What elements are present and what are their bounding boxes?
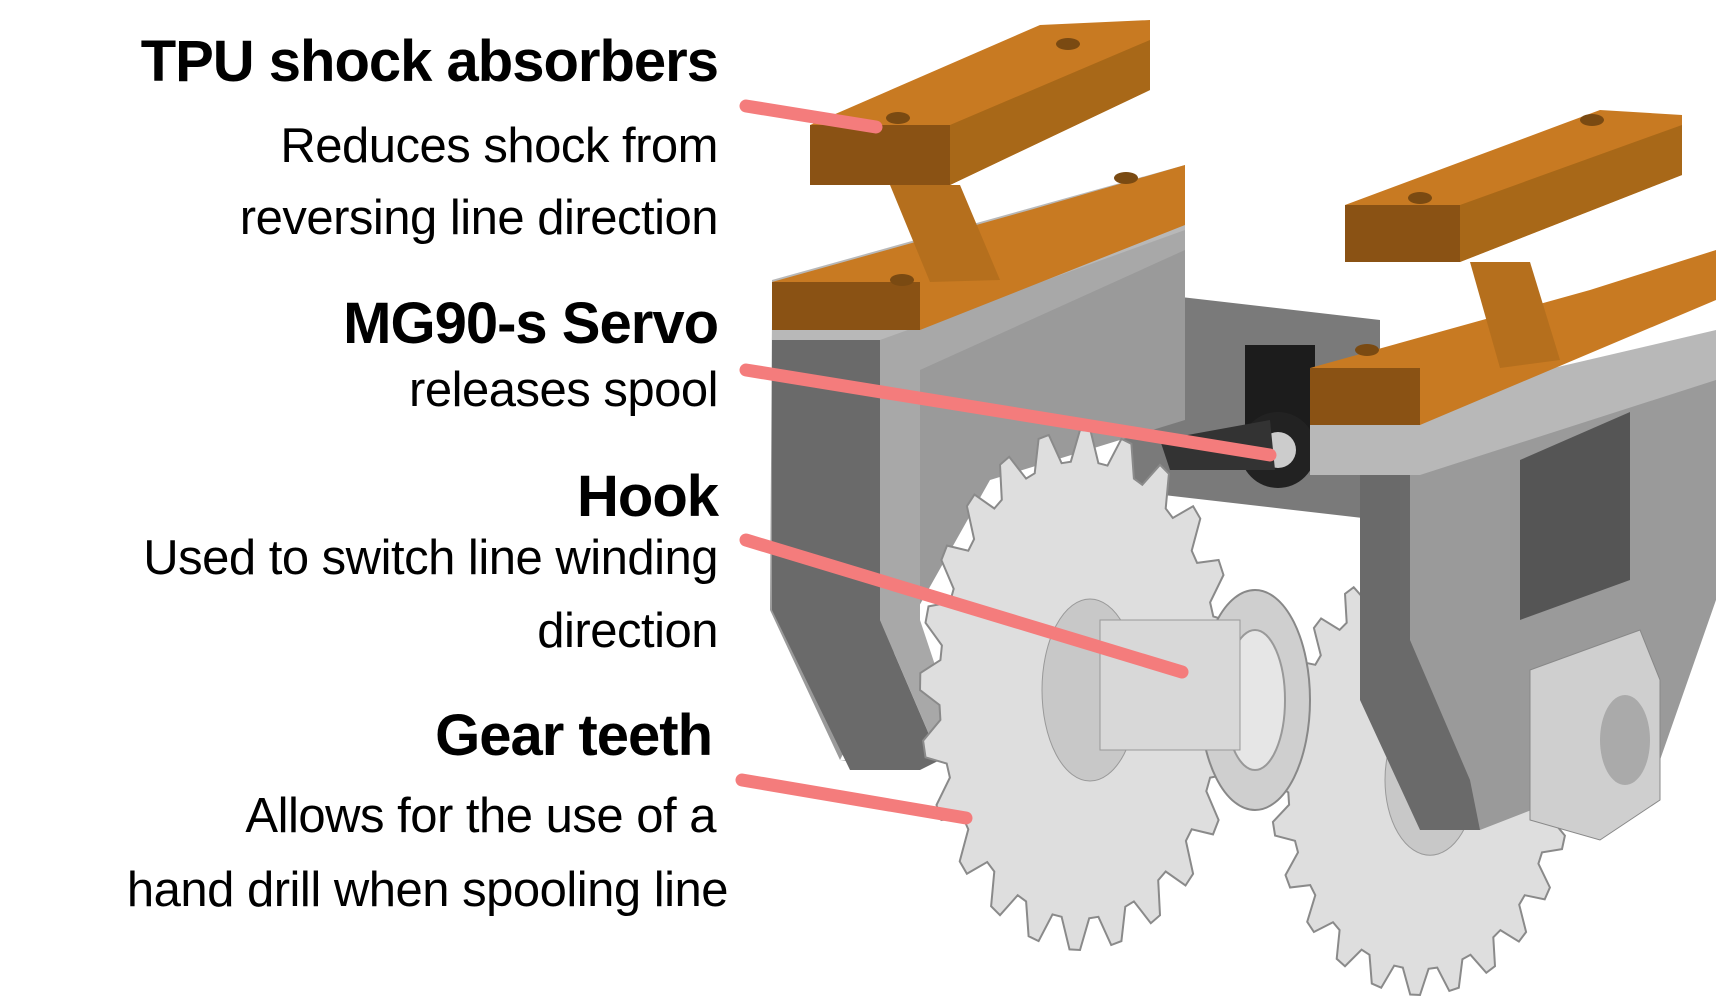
servo-desc-line1: releases spool xyxy=(409,363,718,417)
tpu-desc-line2: reversing line direction xyxy=(239,191,719,245)
gear-teeth-desc-line2: hand drill when spooling line xyxy=(126,863,729,917)
hook-title: Hook xyxy=(577,464,719,529)
hook-desc-line1: Used to switch line winding xyxy=(143,531,718,585)
leader-lines xyxy=(735,99,1277,825)
hook xyxy=(1099,589,1311,811)
tpu-absorber-left xyxy=(772,20,1185,340)
gear-teeth-desc-line1: Allows for the use of a xyxy=(245,789,716,843)
tpu-title: TPU shock absorbers xyxy=(140,29,719,94)
leader-servo xyxy=(739,363,1277,462)
servo-title: MG90-s Servo xyxy=(343,291,719,356)
tpu-absorber-right xyxy=(1310,110,1716,475)
gear-teeth-title: Gear teeth xyxy=(435,703,713,768)
servo xyxy=(1160,345,1316,488)
leader-tpu xyxy=(739,99,883,134)
leader-hook xyxy=(739,533,1189,679)
tpu-desc-line1: Reduces shock from xyxy=(280,119,718,173)
leader-gear-teeth xyxy=(735,773,973,825)
hook-desc-line2: direction xyxy=(537,604,718,658)
